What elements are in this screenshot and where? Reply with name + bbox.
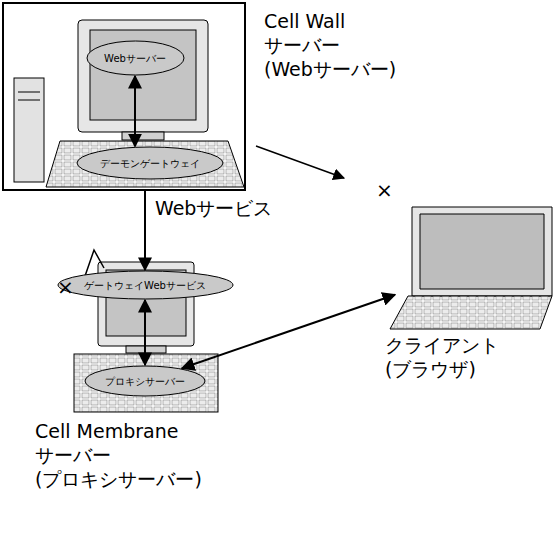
server-caption: Cell Membrane サーバー (プロキシサーバー) [35, 420, 227, 491]
connector-arrow [134, 76, 136, 146]
web-server-computer [14, 20, 244, 187]
connector-arrow [144, 191, 146, 270]
proxy-server-computer [74, 262, 218, 412]
node-text: デーモンゲートウェイ [100, 158, 200, 169]
server-frame: Cell Wall サーバー (Webサーバー)Webサーバーデーモンゲートウェ… [2, 2, 246, 191]
node-heading: クライアント (ブラウザ) [385, 334, 513, 382]
blocked-mark: × [376, 180, 393, 200]
connector-arrow [182, 295, 395, 369]
node-heading: Cell Wall サーバー (Webサーバー) [264, 10, 396, 81]
node-text: Webサーバー [104, 53, 166, 64]
software-ellipse: プロキシサーバー [84, 365, 206, 397]
node-text: ゲートウェイWebサービス [84, 280, 206, 291]
blocked-arrow [256, 146, 344, 178]
laptop-illustration [390, 207, 552, 329]
connector-label: Webサービス [153, 197, 274, 220]
connector-arrow [144, 300, 146, 365]
software-ellipse: デーモンゲートウェイ [76, 146, 224, 180]
node-text: プロキシサーバー [105, 376, 185, 387]
blocked-mark: × [57, 277, 74, 297]
client-laptop: クライアント (ブラウザ) [395, 205, 553, 330]
software-ellipse: ゲートウェイWebサービス [57, 270, 234, 300]
software-ellipse: Webサーバー [86, 40, 185, 76]
